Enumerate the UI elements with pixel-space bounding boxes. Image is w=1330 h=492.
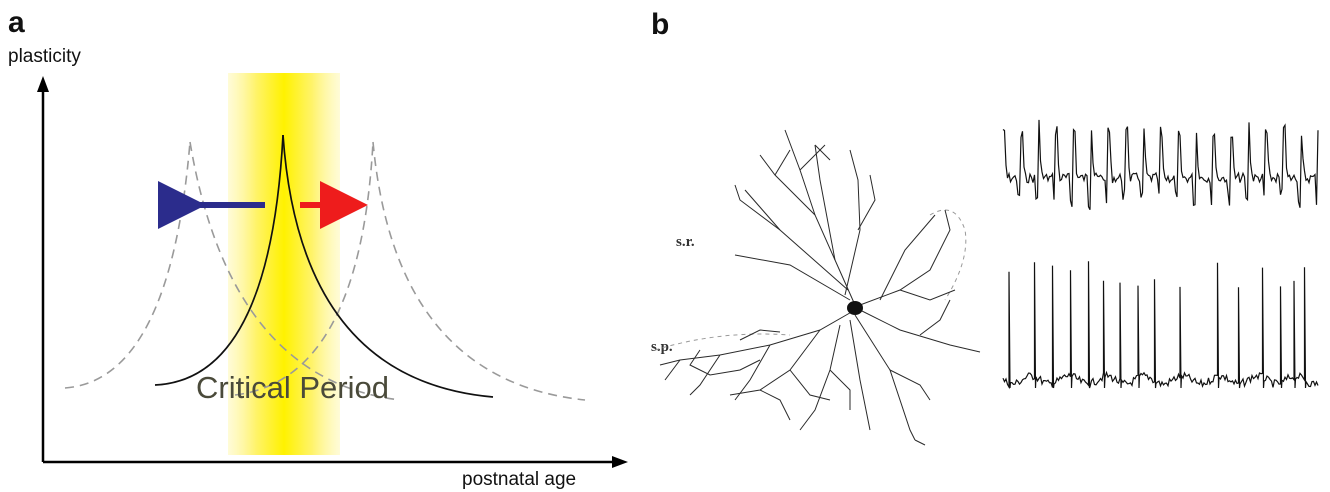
field-potential-trace: [1003, 120, 1318, 210]
early-curve-left: [65, 142, 190, 388]
late-curve-right: [373, 142, 585, 400]
x-axis-arrowhead: [612, 456, 628, 468]
critical-period-label: Critical Period: [196, 370, 389, 405]
y-axis-arrowhead: [37, 76, 49, 92]
neuron-soma: [847, 301, 863, 315]
pyramidal-neuron: [655, 130, 980, 445]
electrophysiology-traces: [1003, 120, 1318, 388]
spike-train-trace: [1003, 261, 1318, 388]
